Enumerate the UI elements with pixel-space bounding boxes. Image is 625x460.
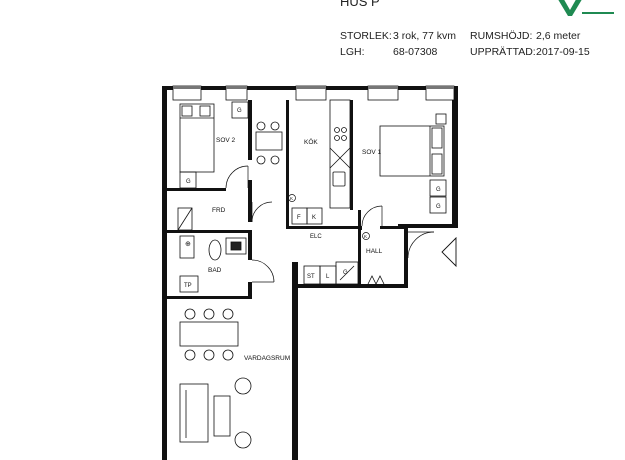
height-value: 2,6 meter [536, 30, 581, 42]
room-label-sov1: SOV 1 [362, 149, 382, 156]
bad-door [251, 259, 275, 283]
bathroom-fixtures [179, 235, 247, 293]
room-label-elc: ELC [310, 234, 322, 240]
entrance-arrow-icon [441, 236, 457, 268]
linen-label: L [326, 274, 330, 280]
sov1-wardrobes [429, 179, 447, 214]
interior-walls [166, 100, 406, 299]
wardrobe-label: G [186, 179, 191, 185]
building-name: HUS P [340, 0, 380, 9]
kitchen-table [255, 121, 283, 165]
room-label-frd: FRD [212, 207, 226, 214]
room-label-sov2: SOV 2 [216, 137, 236, 144]
washer-label: TP [184, 283, 192, 289]
size-value: 3 rok, 77 kvm [393, 30, 457, 42]
freezer-label: F [297, 215, 301, 221]
storage-label: ST [307, 274, 315, 280]
height-label: RUMSHÖJD: [470, 30, 533, 42]
sov1-lamp [435, 113, 447, 125]
brand-logo [558, 0, 614, 16]
room-label-hall: HALL [366, 248, 383, 255]
wardrobe-label: G [237, 108, 242, 114]
sov2-wardrobe-top [231, 101, 249, 119]
sov1-door [361, 205, 383, 227]
wardrobe-label: G [343, 270, 348, 276]
ventilation-label: K [364, 234, 367, 239]
frd-fixture [177, 207, 193, 231]
room-label-kok: KÖK [304, 138, 318, 146]
entrance-door [407, 231, 435, 259]
ventilation-symbol [362, 232, 370, 240]
sov2-door [225, 165, 249, 189]
sov2-wardrobe-bottom [179, 171, 197, 189]
wardrobe-label: G [436, 204, 441, 210]
shower-icon: ⊕ [185, 241, 191, 248]
windows-top [172, 85, 455, 101]
sov2-bed [179, 103, 215, 173]
room-label-bad: BAD [208, 267, 222, 274]
frd-door [251, 201, 273, 223]
date-value: 2017-09-15 [536, 46, 590, 58]
kitchen-counter [329, 99, 351, 209]
sofa-set [179, 377, 252, 449]
ventilation-label: K [290, 196, 293, 201]
apartment-label: LGH: [340, 46, 365, 58]
fridge-label: K [312, 215, 316, 221]
size-label: STORLEK: [340, 30, 392, 42]
fridge-freezer [291, 207, 323, 225]
apartment-value: 68-07308 [393, 46, 438, 58]
hall-storage [303, 261, 385, 285]
dining-set [179, 308, 239, 361]
room-label-vardagsrum: VARDAGSRUM [244, 355, 290, 362]
sov1-bed [379, 125, 445, 177]
ventilation-symbol [288, 194, 296, 202]
date-label: UPPRÄTTAD: [470, 46, 536, 58]
wardrobe-label: G [436, 187, 441, 193]
